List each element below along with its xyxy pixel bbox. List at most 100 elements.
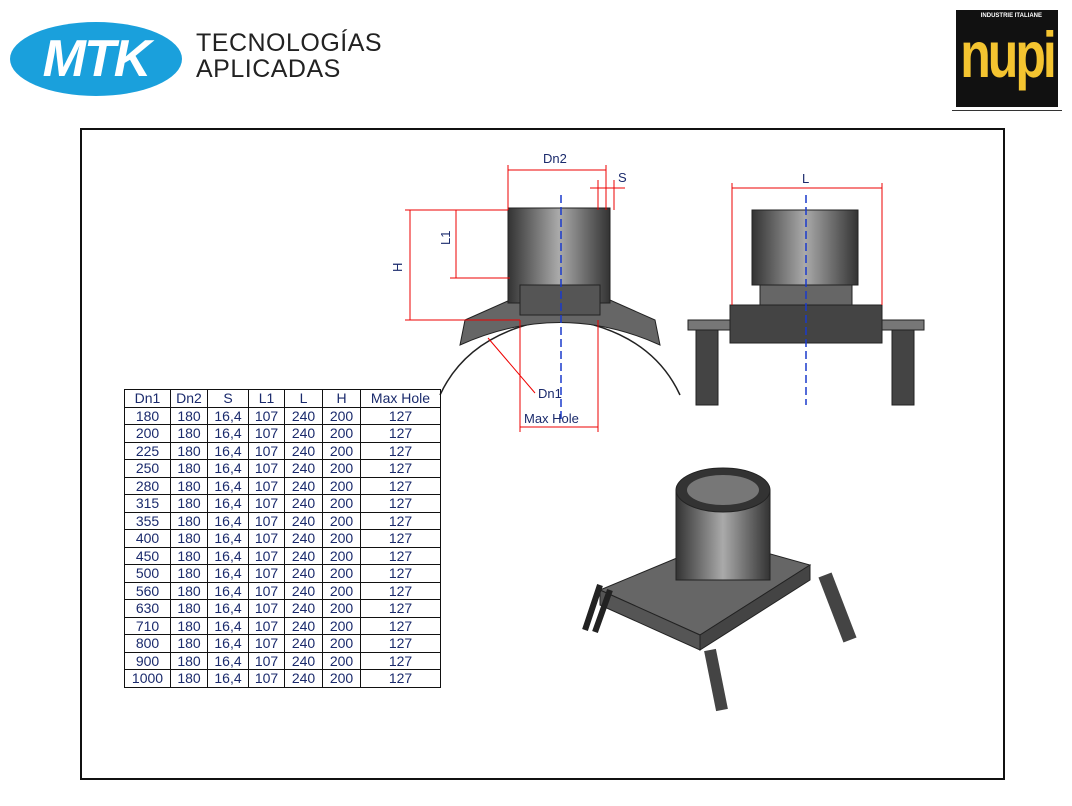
- table-cell: 200: [322, 669, 361, 688]
- mtk-tagline: TECNOLOGÍAS APLICADAS: [196, 30, 382, 82]
- label-max-hole: Max Hole: [524, 411, 579, 426]
- table-cell: 107: [248, 511, 285, 530]
- table-cell: 240: [284, 669, 323, 688]
- table-cell: 107: [248, 529, 285, 548]
- nupi-subtitle: INDUSTRIE ITALIANE: [980, 13, 1042, 19]
- table-cell: 107: [248, 494, 285, 513]
- table-cell: 200: [322, 564, 361, 583]
- table-cell: 127: [360, 669, 441, 688]
- table-cell: 900: [124, 651, 171, 670]
- table-cell: 180: [170, 599, 208, 618]
- table-cell: 240: [284, 616, 323, 635]
- column-header: L: [284, 389, 323, 408]
- table-cell: 240: [284, 494, 323, 513]
- table-cell: 127: [360, 564, 441, 583]
- table-cell: 127: [360, 424, 441, 443]
- table-cell: 16,4: [207, 406, 249, 425]
- table-cell: 107: [248, 476, 285, 495]
- table-cell: 250: [124, 459, 171, 478]
- table-cell: 180: [170, 546, 208, 565]
- table-cell: 16,4: [207, 669, 249, 688]
- table-cell: 107: [248, 564, 285, 583]
- table-cell: 240: [284, 651, 323, 670]
- table-cell: 127: [360, 581, 441, 600]
- table-cell: 200: [322, 651, 361, 670]
- table-cell: 180: [170, 581, 208, 600]
- table-cell: 16,4: [207, 424, 249, 443]
- table-cell: 127: [360, 406, 441, 425]
- table-cell: 240: [284, 581, 323, 600]
- table-cell: 180: [170, 651, 208, 670]
- table-cell: 710: [124, 616, 171, 635]
- table-cell: 107: [248, 669, 285, 688]
- table-cell: 180: [170, 459, 208, 478]
- table-cell: 16,4: [207, 634, 249, 653]
- table-cell: 180: [170, 669, 208, 688]
- table-cell: 107: [248, 599, 285, 618]
- table-cell: 127: [360, 459, 441, 478]
- label-dn2: Dn2: [543, 151, 567, 166]
- table-cell: 240: [284, 424, 323, 443]
- column-header: S: [207, 389, 249, 408]
- nupi-wordmark: nupi: [960, 18, 1057, 92]
- column-header: Max Hole: [360, 389, 441, 408]
- table-cell: 200: [322, 616, 361, 635]
- table-cell: 355: [124, 511, 171, 530]
- table-cell: 127: [360, 616, 441, 635]
- table-cell: 180: [170, 529, 208, 548]
- label-s: S: [618, 170, 627, 185]
- table-cell: 127: [360, 494, 441, 513]
- mtk-tagline-line2: APLICADAS: [196, 55, 341, 83]
- table-cell: 107: [248, 441, 285, 460]
- table-cell: 107: [248, 616, 285, 635]
- table-cell: 107: [248, 651, 285, 670]
- table-cell: 200: [322, 546, 361, 565]
- table-cell: 16,4: [207, 494, 249, 513]
- table-cell: 240: [284, 546, 323, 565]
- table-cell: 16,4: [207, 581, 249, 600]
- table-cell: 127: [360, 599, 441, 618]
- table-cell: 200: [322, 459, 361, 478]
- table-cell: 127: [360, 651, 441, 670]
- table-cell: 225: [124, 441, 171, 460]
- table-cell: 127: [360, 511, 441, 530]
- drawing-frame: [80, 128, 1005, 780]
- table-cell: 107: [248, 546, 285, 565]
- label-dn1: Dn1: [538, 386, 562, 401]
- table-cell: 16,4: [207, 616, 249, 635]
- table-cell: 200: [322, 581, 361, 600]
- table-cell: 200: [322, 441, 361, 460]
- table-cell: 16,4: [207, 651, 249, 670]
- table-cell: 630: [124, 599, 171, 618]
- divider: [952, 110, 1062, 111]
- column-header: H: [322, 389, 361, 408]
- table-cell: 180: [170, 441, 208, 460]
- table-cell: 16,4: [207, 441, 249, 460]
- table-cell: 180: [170, 564, 208, 583]
- table-cell: 240: [284, 529, 323, 548]
- column-header: Dn1: [124, 389, 171, 408]
- table-cell: 107: [248, 424, 285, 443]
- table-cell: 240: [284, 459, 323, 478]
- table-cell: 240: [284, 406, 323, 425]
- label-l1: L1: [438, 231, 453, 245]
- table-cell: 400: [124, 529, 171, 548]
- table-cell: 127: [360, 529, 441, 548]
- section-view: Dn2 S H L1 Dn1 Max Hole: [390, 151, 681, 432]
- table-cell: 200: [322, 406, 361, 425]
- table-cell: 180: [170, 494, 208, 513]
- table-cell: 450: [124, 546, 171, 565]
- table-cell: 240: [284, 634, 323, 653]
- table-cell: 180: [170, 634, 208, 653]
- table-cell: 200: [322, 476, 361, 495]
- nupi-logo: INDUSTRIE ITALIANE nupi: [956, 10, 1058, 107]
- table-cell: 240: [284, 511, 323, 530]
- table-cell: 560: [124, 581, 171, 600]
